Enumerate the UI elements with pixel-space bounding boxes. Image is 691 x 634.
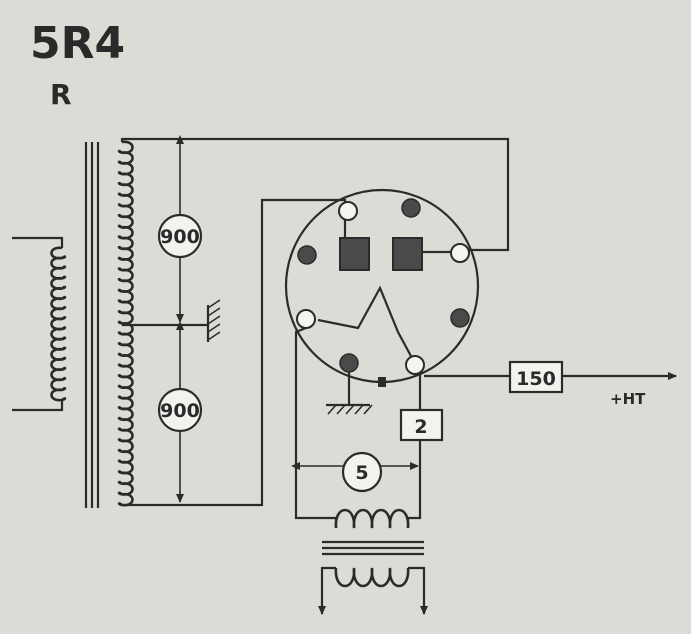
anode-left bbox=[339, 237, 370, 271]
tube-type-title: 5R4 bbox=[30, 18, 125, 69]
upper-voltage-dimension: 900 bbox=[157, 135, 203, 323]
ht-output-label: +HT bbox=[610, 390, 646, 408]
pin-nc-1 bbox=[401, 198, 421, 218]
upper-voltage-label: 900 bbox=[160, 226, 200, 248]
filament-voltage-label: 5 bbox=[355, 462, 368, 484]
socket-key bbox=[378, 377, 386, 387]
primary-winding bbox=[12, 236, 67, 412]
filament-transformer bbox=[318, 508, 428, 615]
filament-current-box: 2 bbox=[399, 408, 444, 442]
filament-voltage-dimension: 5 bbox=[291, 451, 419, 493]
anode-right bbox=[392, 237, 423, 271]
pin-anode-1 bbox=[338, 201, 358, 221]
lower-voltage-label: 900 bbox=[160, 400, 200, 422]
pin-nc-3 bbox=[450, 308, 470, 328]
center-tap-ground bbox=[206, 299, 221, 342]
tube-pin-ground bbox=[326, 372, 373, 415]
pin-nc-2 bbox=[297, 245, 317, 265]
ht-output: 150 +HT bbox=[424, 360, 677, 408]
pin-filament-2 bbox=[405, 355, 425, 375]
transformer-core bbox=[84, 142, 100, 508]
output-current-label: 150 bbox=[516, 368, 556, 390]
filament bbox=[317, 285, 413, 359]
pin-filament-1 bbox=[296, 309, 316, 329]
pin-anode-2 bbox=[450, 243, 470, 263]
lower-voltage-dimension: 900 bbox=[157, 321, 203, 503]
tube-code-label: R bbox=[50, 78, 72, 111]
filament-current-label: 2 bbox=[414, 416, 427, 438]
pin-ground bbox=[339, 353, 359, 373]
tube-socket bbox=[284, 188, 480, 387]
